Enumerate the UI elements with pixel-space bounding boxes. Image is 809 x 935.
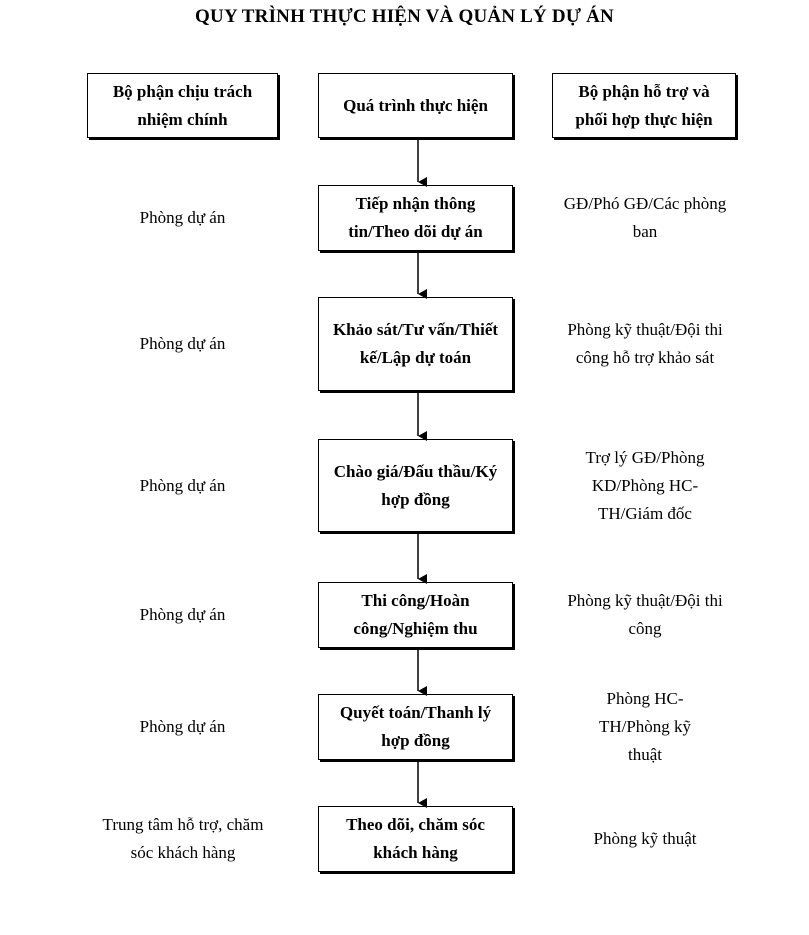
support-step-6: Phòng kỹ thuật [593,829,697,848]
responsible-step-2: Phòng dự án [139,334,226,353]
support-step-3: Trợ lý GĐ/Phòng KD/Phòng HC-TH/Giám đốc [585,447,705,523]
responsible-step-3: Phòng dự án [139,475,226,495]
support-step-5: Phòng HC-TH/Phòng kỹ thuật [598,689,692,764]
process-step-5: Quyết toán/Thanh lý hợp đồng [318,694,513,760]
header-process: Quá trình thực hiện [318,73,513,138]
responsible-step-4: Phòng dự án [139,605,226,624]
process-step-6: Theo dõi, chăm sóc khách hàng [318,806,513,872]
support-step-2: Phòng kỹ thuật/Đội thi công hỗ trợ khảo … [567,320,723,367]
header-process-label: Quá trình thực hiện [343,95,488,115]
responsible-step-1: Phòng dự án [139,208,226,227]
process-step-1: Tiếp nhận thông tin/Theo dõi dự án [318,185,513,251]
header-responsible-label: Bộ phận chịu trách nhiệm chính [112,81,253,129]
responsible-step-5: Phòng dự án [139,717,226,736]
process-step-4: Thi công/Hoàn công/Nghiệm thu [318,582,513,648]
process-step-2: Khảo sát/Tư vấn/Thiết kế/Lập dự toán [318,297,513,391]
header-responsible: Bộ phận chịu trách nhiệm chính [87,73,278,138]
page-title: QUY TRÌNH THỰC HIỆN VÀ QUẢN LÝ DỰ ÁN [195,6,614,27]
responsible-step-6: Trung tâm hỗ trợ, chăm sóc khách hàng [102,815,264,862]
support-step-4: Phòng kỹ thuật/Đội thi công [567,591,723,638]
header-support-label: Bộ phận hỗ trợ và phối hợp thực hiện [575,81,713,129]
process-step-3: Chào giá/Đấu thầu/Ký hợp đồng [318,439,513,532]
support-step-1: GĐ/Phó GĐ/Các phòng ban [563,194,727,241]
header-support: Bộ phận hỗ trợ và phối hợp thực hiện [552,73,736,138]
